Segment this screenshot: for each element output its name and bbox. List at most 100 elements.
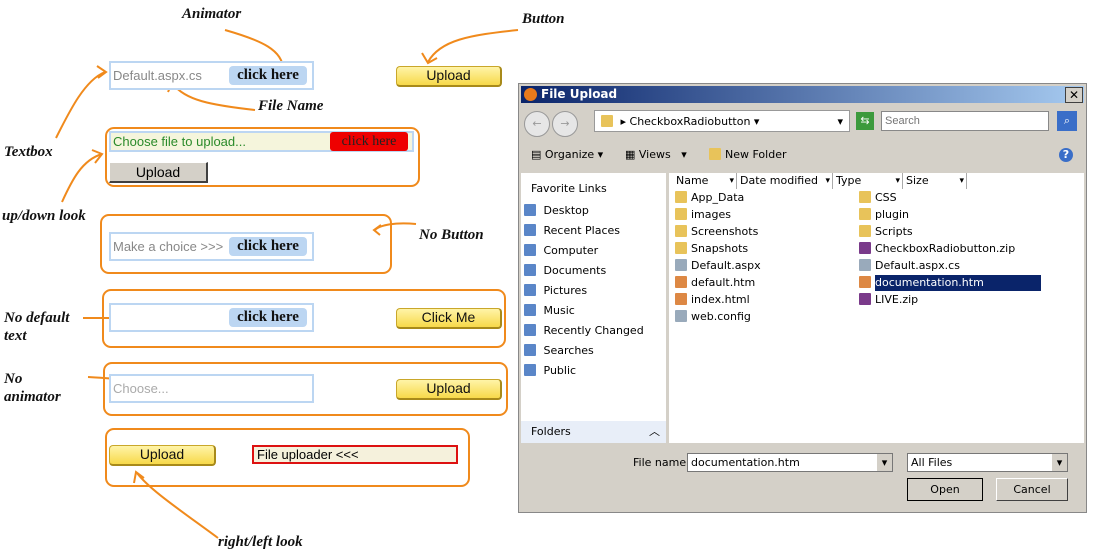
chevron-down-icon[interactable]: ▾ xyxy=(825,176,830,186)
annotation-rightleft: right/left look xyxy=(218,534,303,550)
place-icon xyxy=(524,264,536,276)
address-bar[interactable]: ▸ CheckboxRadiobutton ▾▾ xyxy=(594,110,850,132)
file-name: App_Data xyxy=(691,191,745,204)
place-icon xyxy=(524,344,536,356)
refresh-icon[interactable]: ⇆ xyxy=(856,112,874,130)
favorite-link[interactable]: Desktop xyxy=(524,203,589,219)
favorite-link[interactable]: Recent Places xyxy=(524,223,620,239)
upload-button-6[interactable]: Upload xyxy=(109,445,216,466)
placeholder-text: Choose... xyxy=(113,381,169,396)
file-item[interactable]: Default.aspx.cs xyxy=(859,258,1041,274)
file-item[interactable]: CSS xyxy=(859,190,1041,206)
favorite-links-heading: Favorite Links xyxy=(531,182,607,195)
favorite-link[interactable]: Searches xyxy=(524,343,594,359)
favorite-link[interactable]: Documents xyxy=(524,263,606,279)
file-item[interactable]: LIVE.zip xyxy=(859,292,1041,308)
file-name: Default.aspx xyxy=(691,259,761,272)
file-name-value: documentation.htm xyxy=(691,456,800,469)
browse-button-4[interactable]: click here xyxy=(229,308,307,327)
favorite-link-label: Music xyxy=(543,304,575,317)
annotation-line: No xyxy=(4,371,23,387)
demo-box-4 xyxy=(102,289,506,348)
organize-label: Organize xyxy=(544,148,595,161)
file-item[interactable]: plugin xyxy=(859,207,1041,223)
upload-button-2[interactable]: Upload xyxy=(109,162,208,183)
file-icon xyxy=(859,293,871,305)
demo-box-6 xyxy=(105,428,470,487)
column-header[interactable]: Date modified ▾ xyxy=(737,173,833,189)
favorite-link[interactable]: Public xyxy=(524,363,576,379)
favorite-link[interactable]: Computer xyxy=(524,243,598,259)
file-name: images xyxy=(691,208,731,221)
file-textbox-5[interactable]: Choose... xyxy=(109,374,314,403)
column-header[interactable]: Name ▾ xyxy=(673,173,737,189)
file-item[interactable]: web.config xyxy=(675,309,751,325)
file-type-select[interactable]: All Files▾ xyxy=(907,453,1068,472)
views-menu[interactable]: ▦ Views ▾ xyxy=(625,148,687,161)
chevron-down-icon[interactable]: ▾ xyxy=(959,176,964,186)
chevron-down-icon[interactable]: ▾ xyxy=(1052,454,1067,471)
file-name: default.htm xyxy=(691,276,756,289)
favorite-link-label: Public xyxy=(543,364,577,377)
file-item[interactable]: App_Data xyxy=(675,190,744,206)
upload-button-1[interactable]: Upload xyxy=(396,66,502,87)
column-header[interactable]: Type▾ xyxy=(833,173,903,189)
file-upload-dialog: File Upload ✕ ← → ▸ CheckboxRadiobutton … xyxy=(518,83,1087,513)
browse-button-3[interactable]: click here xyxy=(229,237,307,256)
upload-button-5[interactable]: Upload xyxy=(396,379,502,400)
close-icon[interactable]: ✕ xyxy=(1065,87,1083,103)
search-icon[interactable]: ⌕ xyxy=(1057,111,1077,131)
column-label: Date modified xyxy=(740,174,818,187)
file-icon xyxy=(675,225,687,237)
chevron-down-icon[interactable]: ▾ xyxy=(895,176,900,186)
cancel-button[interactable]: Cancel xyxy=(996,478,1068,501)
favorite-link-label: Pictures xyxy=(543,284,588,297)
demo-box-3 xyxy=(100,214,392,274)
chevron-up-icon: ︿ xyxy=(649,425,660,438)
favorite-link[interactable]: Pictures xyxy=(524,283,587,299)
help-icon[interactable]: ? xyxy=(1059,148,1073,162)
file-uploader-textbox[interactable]: File uploader <<< xyxy=(252,445,458,464)
place-icon xyxy=(524,244,536,256)
favorite-link[interactable]: Music xyxy=(524,303,575,319)
file-item[interactable]: default.htm xyxy=(675,275,755,291)
file-icon xyxy=(859,259,871,271)
file-icon xyxy=(859,191,871,203)
favorite-link[interactable]: Recently Changed xyxy=(524,323,644,339)
file-item[interactable]: Scripts xyxy=(859,224,1041,240)
file-item[interactable]: index.html xyxy=(675,292,750,308)
file-item[interactable]: Snapshots xyxy=(675,241,748,257)
file-name: Snapshots xyxy=(691,242,749,255)
file-icon xyxy=(675,310,687,322)
chevron-down-icon[interactable]: ▾ xyxy=(729,176,734,186)
forward-button[interactable]: → xyxy=(552,111,578,137)
column-label: Name xyxy=(676,174,709,187)
favorite-link-label: Computer xyxy=(543,244,599,257)
file-icon xyxy=(675,242,687,254)
folders-toggle[interactable]: Folders ︿ xyxy=(521,421,666,443)
file-item[interactable]: Screenshots xyxy=(675,224,758,240)
new-folder-button[interactable]: New Folder xyxy=(709,148,786,161)
favorite-link-label: Documents xyxy=(543,264,607,277)
file-item[interactable]: CheckboxRadiobutton.zip xyxy=(859,241,1041,257)
folders-label: Folders xyxy=(531,425,571,438)
file-item[interactable]: Default.aspx xyxy=(675,258,761,274)
file-item[interactable]: documentation.htm xyxy=(859,275,1041,291)
file-name-input[interactable]: documentation.htm ▾ xyxy=(687,453,893,472)
browse-button-2[interactable]: click here xyxy=(330,132,408,151)
browse-button-1[interactable]: click here xyxy=(229,66,307,85)
organize-menu[interactable]: ▤ Organize ▾ xyxy=(531,148,604,161)
search-input[interactable] xyxy=(881,111,1049,131)
file-name: LIVE.zip xyxy=(875,293,919,306)
chevron-down-icon[interactable]: ▾ xyxy=(837,115,843,128)
back-button[interactable]: ← xyxy=(524,111,550,137)
place-icon xyxy=(524,364,536,376)
chevron-down-icon[interactable]: ▾ xyxy=(877,454,892,471)
column-header[interactable]: Size▾ xyxy=(903,173,967,189)
file-icon xyxy=(859,242,871,254)
click-me-button[interactable]: Click Me xyxy=(396,308,502,329)
file-name: plugin xyxy=(875,208,910,221)
file-name: documentation.htm xyxy=(875,275,1041,291)
open-button[interactable]: Open xyxy=(907,478,983,501)
file-item[interactable]: images xyxy=(675,207,731,223)
